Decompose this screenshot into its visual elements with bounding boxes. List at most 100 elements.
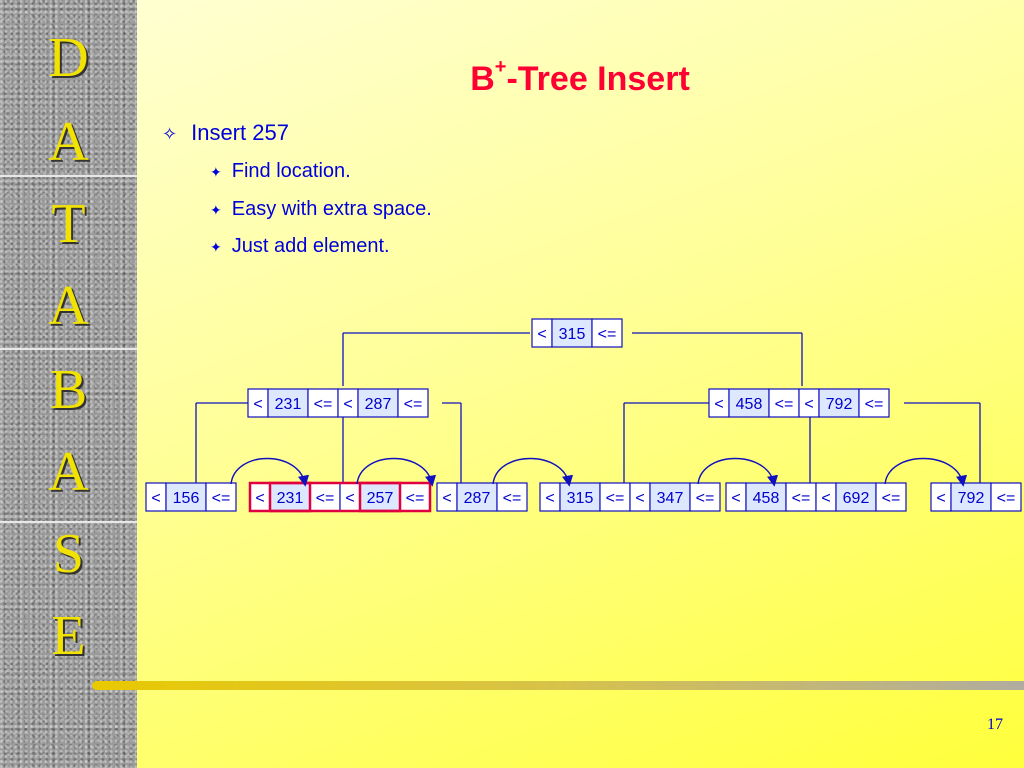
leaf-node-cell: [875, 482, 907, 512]
bullet-sub: ✦ Easy with extra space.: [210, 198, 432, 221]
leaf-node-cell-text: 792: [958, 490, 985, 507]
leaf-node-cell-text: <: [731, 490, 740, 507]
leaf-node-cell-text: 692: [843, 490, 870, 507]
bullet-sub: ✦ Just add element.: [210, 235, 390, 258]
highlight-frame: [248, 481, 432, 513]
leaf-node-cell: [835, 482, 877, 512]
pointer-arrow: [492, 457, 574, 487]
sidebar-letter: A: [48, 275, 89, 337]
internal-node-cell-text: <: [804, 396, 813, 413]
leaf-node-cell: [689, 482, 721, 512]
sidebar-letter: S: [52, 523, 85, 585]
page-number: 17: [987, 716, 1003, 733]
leaf-node-cell-text: 315: [567, 490, 594, 507]
internal-node-cell-text: <=: [775, 396, 794, 413]
leaf-node-cell: [649, 482, 691, 512]
leaf-node-cell-text: 257: [367, 490, 394, 507]
pointer-arrow: [697, 457, 779, 487]
highlight-cell-frame: [358, 481, 402, 513]
internal-node-cell: [397, 388, 429, 418]
leaf-node-cell-text: <: [345, 490, 354, 507]
leaf-node-cell-text: <=: [503, 490, 522, 507]
root-node-cell-text: 315: [559, 326, 586, 343]
leaf-node-cell-text: 458: [753, 490, 780, 507]
leaf-node-cell-text: <: [255, 490, 264, 507]
bullet-text: Insert 257: [191, 120, 289, 145]
internal-node-cell: [267, 388, 309, 418]
sidebar-letter: A: [48, 441, 89, 503]
root-node-cell-text: <=: [598, 326, 617, 343]
highlight-cell-frame: [268, 481, 312, 513]
leaf-node-cell-text: <=: [997, 490, 1016, 507]
title-prefix: B: [470, 60, 495, 98]
bullet-text: Just add element.: [231, 235, 390, 257]
internal-node-cell: [307, 388, 339, 418]
internal-node-cell: [728, 388, 770, 418]
leaf-node-cell-text: <=: [882, 490, 901, 507]
title-suffix: -Tree Insert: [506, 60, 690, 98]
leaf-node-cell-text: <=: [606, 490, 625, 507]
internal-node-cell-text: <=: [404, 396, 423, 413]
internal-node-cell: [858, 388, 890, 418]
leaf-node-cell: [496, 482, 528, 512]
leaf-node-cell-text: 287: [464, 490, 491, 507]
root-node-cell-text: <: [537, 326, 546, 343]
leaf-node-cell-text: <: [821, 490, 830, 507]
leaf-node-cell-text: <=: [316, 490, 335, 507]
sparkle-icon: ✦: [210, 239, 222, 255]
sidebar-letter: T: [51, 193, 86, 255]
leaf-node-cell-text: <: [442, 490, 451, 507]
leaf-node-cell: [205, 482, 237, 512]
sidebar-divider: [0, 348, 137, 350]
leaf-node-cell-text: <=: [696, 490, 715, 507]
sparkle-icon: ✦: [210, 164, 222, 180]
bullet-text: Find location.: [231, 160, 351, 182]
leaf-node-cell-text: <: [151, 490, 160, 507]
pointer-arrow: [884, 457, 968, 487]
root-node-cell: [551, 318, 593, 348]
database-sidebar: D A T A B A S E: [0, 0, 137, 768]
leaf-node-cell-text: <: [936, 490, 945, 507]
sidebar-divider: [0, 521, 137, 523]
leaf-node-cell: [745, 482, 787, 512]
internal-node-cell-text: 287: [365, 396, 392, 413]
leaf-node-cell-text: 347: [657, 490, 684, 507]
sidebar-letter: E: [51, 605, 86, 667]
bullet-main: ✧ Insert 257: [162, 120, 289, 146]
internal-node-cell-text: <: [253, 396, 262, 413]
footer-rule: [92, 681, 1024, 690]
leaf-node-cell-text: <=: [212, 490, 231, 507]
leaf-node-cell-text: <: [545, 490, 554, 507]
internal-node-cell-text: <: [343, 396, 352, 413]
internal-node-cell: [818, 388, 860, 418]
sidebar-divider: [0, 175, 137, 177]
internal-node-cell-text: <: [714, 396, 723, 413]
sparkle-outline-icon: ✧: [162, 124, 178, 144]
title-superscript: +: [494, 56, 507, 78]
pointer-arrow: [356, 457, 437, 487]
leaf-node-cell-text: 231: [277, 490, 304, 507]
internal-node-cell-text: <=: [314, 396, 333, 413]
leaf-node-cell: [950, 482, 992, 512]
sparkle-icon: ✦: [210, 202, 222, 218]
bullet-sub: ✦ Find location.: [210, 160, 351, 183]
leaf-node-cell: [990, 482, 1022, 512]
internal-node-cell-text: 231: [275, 396, 302, 413]
leaf-node-cell: [456, 482, 498, 512]
bullet-text: Easy with extra space.: [231, 198, 432, 220]
leaf-node-cell-text: <: [635, 490, 644, 507]
leaf-node-cell-text: <=: [406, 490, 425, 507]
internal-node-cell-text: 458: [736, 396, 763, 413]
internal-node-cell: [768, 388, 800, 418]
internal-node-cell-text: 792: [826, 396, 853, 413]
sidebar-letter: B: [49, 359, 88, 421]
leaf-node-cell-text: <=: [792, 490, 811, 507]
sidebar-letter: A: [48, 111, 89, 173]
pointer-arrow: [230, 457, 310, 487]
leaf-node-cell-text: 156: [173, 490, 200, 507]
slide-title: B+-Tree Insert: [230, 56, 930, 99]
sidebar-letter: D: [48, 27, 89, 89]
root-node-cell: [591, 318, 623, 348]
